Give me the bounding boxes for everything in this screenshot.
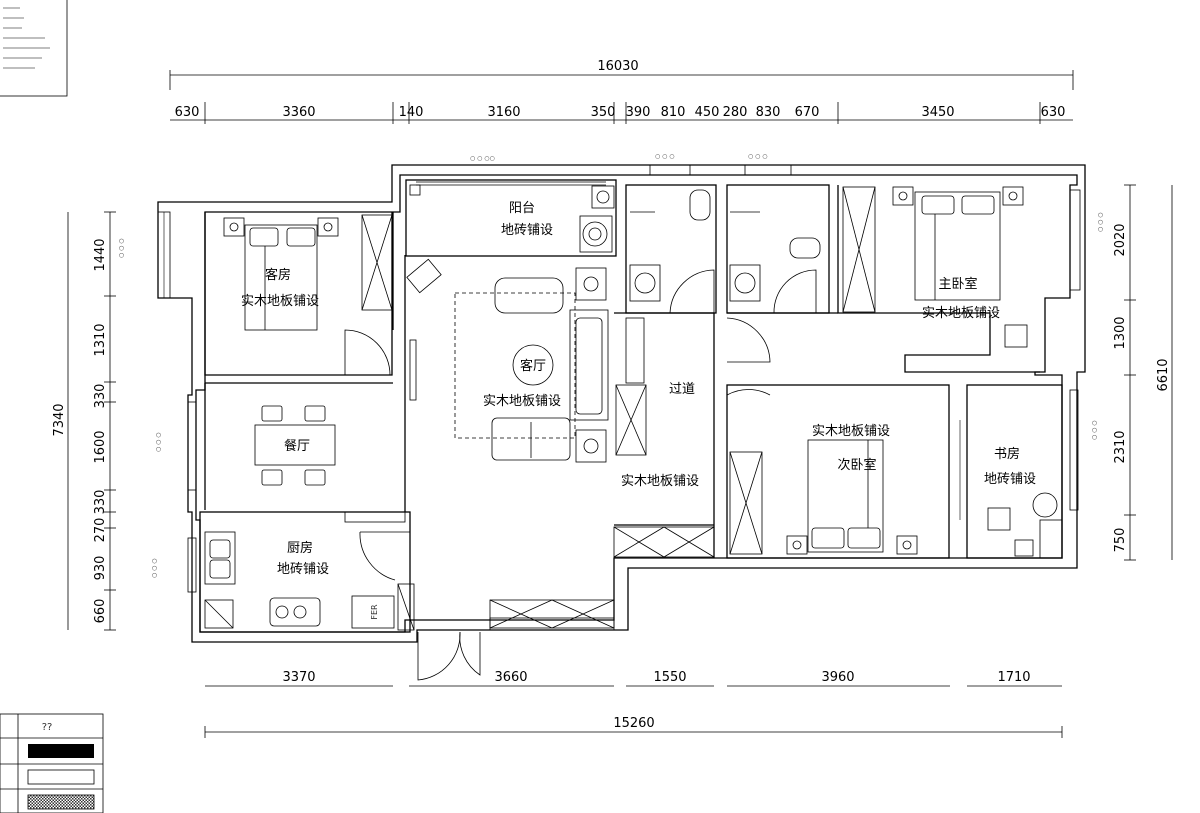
bathroom-2-fixtures	[729, 211, 821, 302]
legend: ??	[0, 713, 104, 813]
study-name: 书房	[994, 446, 1020, 462]
legend-header: ??	[42, 722, 53, 733]
svg-text:○ ○ ○: ○ ○ ○	[748, 153, 768, 160]
kitchen-fixtures: FER	[204, 511, 415, 631]
top-segment-dimensions: 630 3360 140 3160 350 390 810 450 280 83…	[170, 102, 1073, 124]
corridor-floor: 实木地板铺设	[621, 474, 699, 489]
right-total-label: 6610	[1156, 358, 1171, 391]
top-seg-10: 830	[756, 105, 781, 120]
balcony-name: 阳台	[509, 201, 535, 216]
top-seg-13: 630	[1041, 105, 1066, 120]
left-seg-8: 660	[93, 599, 108, 624]
room-labels: 阳台 地砖铺设 客房 实木地板铺设 客厅 实木地板铺设 餐厅 厨房 地砖铺设 过…	[241, 201, 1036, 577]
bathroom-1-fixtures	[629, 189, 711, 302]
balcony-fixtures	[409, 184, 615, 253]
second-bedroom-name: 次卧室	[837, 457, 876, 473]
guest-bed	[223, 217, 339, 331]
inner-walls	[199, 179, 1063, 633]
legend-swatch-hatched	[27, 794, 95, 810]
right-seg-4: 750	[1113, 528, 1128, 553]
top-seg-6: 390	[626, 105, 651, 120]
guest-room-floor: 实木地板铺设	[241, 294, 319, 309]
left-seg-4: 1600	[93, 430, 108, 463]
top-seg-7: 810	[661, 105, 686, 120]
bottom-seg-3: 1550	[653, 670, 686, 685]
notes-box	[0, 0, 68, 97]
svg-text:○ ○ ○: ○ ○ ○	[151, 558, 158, 578]
top-seg-3: 140	[399, 105, 424, 120]
bottom-seg-1: 3370	[282, 670, 315, 685]
svg-text:○ ○ ○: ○ ○ ○	[1097, 212, 1104, 232]
balcony-floor: 地砖铺设	[501, 223, 553, 238]
bottom-seg-4: 3960	[821, 670, 854, 685]
guest-room-name: 客房	[265, 267, 291, 283]
svg-text:○ ○ ○: ○ ○ ○	[655, 153, 675, 160]
left-seg-5: 330	[93, 490, 108, 515]
left-total-label: 7340	[52, 403, 67, 436]
left-seg-1: 1440	[93, 238, 108, 271]
living-furniture	[406, 258, 609, 463]
top-seg-12: 3450	[921, 105, 954, 120]
corridor-cabinets	[489, 317, 715, 629]
corridor-name: 过道	[669, 382, 695, 397]
right-dimensions: 2020 1300 2310 750 6610 ○ ○ ○ ○ ○ ○	[1091, 184, 1173, 561]
living-room-name: 客厅	[520, 358, 546, 374]
guest-wardrobe	[361, 214, 393, 311]
second-bedroom-floor: 实木地板铺设	[812, 424, 890, 439]
right-seg-3: 2310	[1113, 430, 1128, 463]
left-dimensions: 7340 1440 1310 330 1600 330 270 930 660 …	[52, 211, 162, 631]
top-seg-1: 630	[175, 105, 200, 120]
left-seg-2: 1310	[93, 323, 108, 356]
dining-name: 餐厅	[284, 438, 310, 454]
study-floor: 地砖铺设	[984, 472, 1036, 487]
dining-table	[254, 405, 336, 486]
bottom-total-label: 15260	[613, 716, 654, 731]
left-seg-6: 270	[93, 518, 108, 543]
svg-text:○ ○ ○: ○ ○ ○	[118, 238, 125, 258]
top-seg-8: 450	[695, 105, 720, 120]
bottom-dimensions: 3370 3660 1550 3960 1710 15260	[204, 670, 1063, 738]
legend-swatch-solid	[28, 744, 94, 758]
kitchen-floor: 地砖铺设	[277, 562, 329, 577]
top-seg-4: 3160	[487, 105, 520, 120]
fridge-label: FER	[370, 604, 379, 620]
master-bedroom-name: 主卧室	[938, 276, 977, 292]
second-bedroom-furniture	[729, 439, 918, 555]
top-seg-5: 350	[591, 105, 616, 120]
left-seg-3: 330	[93, 384, 108, 409]
kitchen-name: 厨房	[287, 540, 313, 556]
top-total-dimension: 16030	[169, 59, 1074, 90]
top-seg-2: 3360	[282, 105, 315, 120]
study-furniture	[987, 492, 1063, 559]
top-seg-9: 280	[723, 105, 748, 120]
svg-text:○ ○ ○○: ○ ○ ○○	[470, 155, 495, 162]
bottom-seg-5: 1710	[997, 670, 1030, 685]
top-total-label: 16030	[597, 59, 638, 74]
svg-text:○ ○ ○: ○ ○ ○	[155, 432, 162, 452]
legend-swatch-white	[27, 769, 95, 785]
master-bedroom-furniture	[842, 186, 1028, 348]
furniture: FER	[204, 184, 1063, 631]
living-room-floor: 实木地板铺设	[483, 394, 561, 409]
top-seg-11: 670	[795, 105, 820, 120]
svg-text:○ ○ ○: ○ ○ ○	[1091, 420, 1098, 440]
doors	[344, 269, 961, 681]
right-seg-1: 2020	[1113, 223, 1128, 256]
right-seg-2: 1300	[1113, 316, 1128, 349]
left-seg-7: 930	[93, 556, 108, 581]
bottom-seg-2: 3660	[494, 670, 527, 685]
master-bedroom-floor: 实木地板铺设	[922, 306, 1000, 321]
